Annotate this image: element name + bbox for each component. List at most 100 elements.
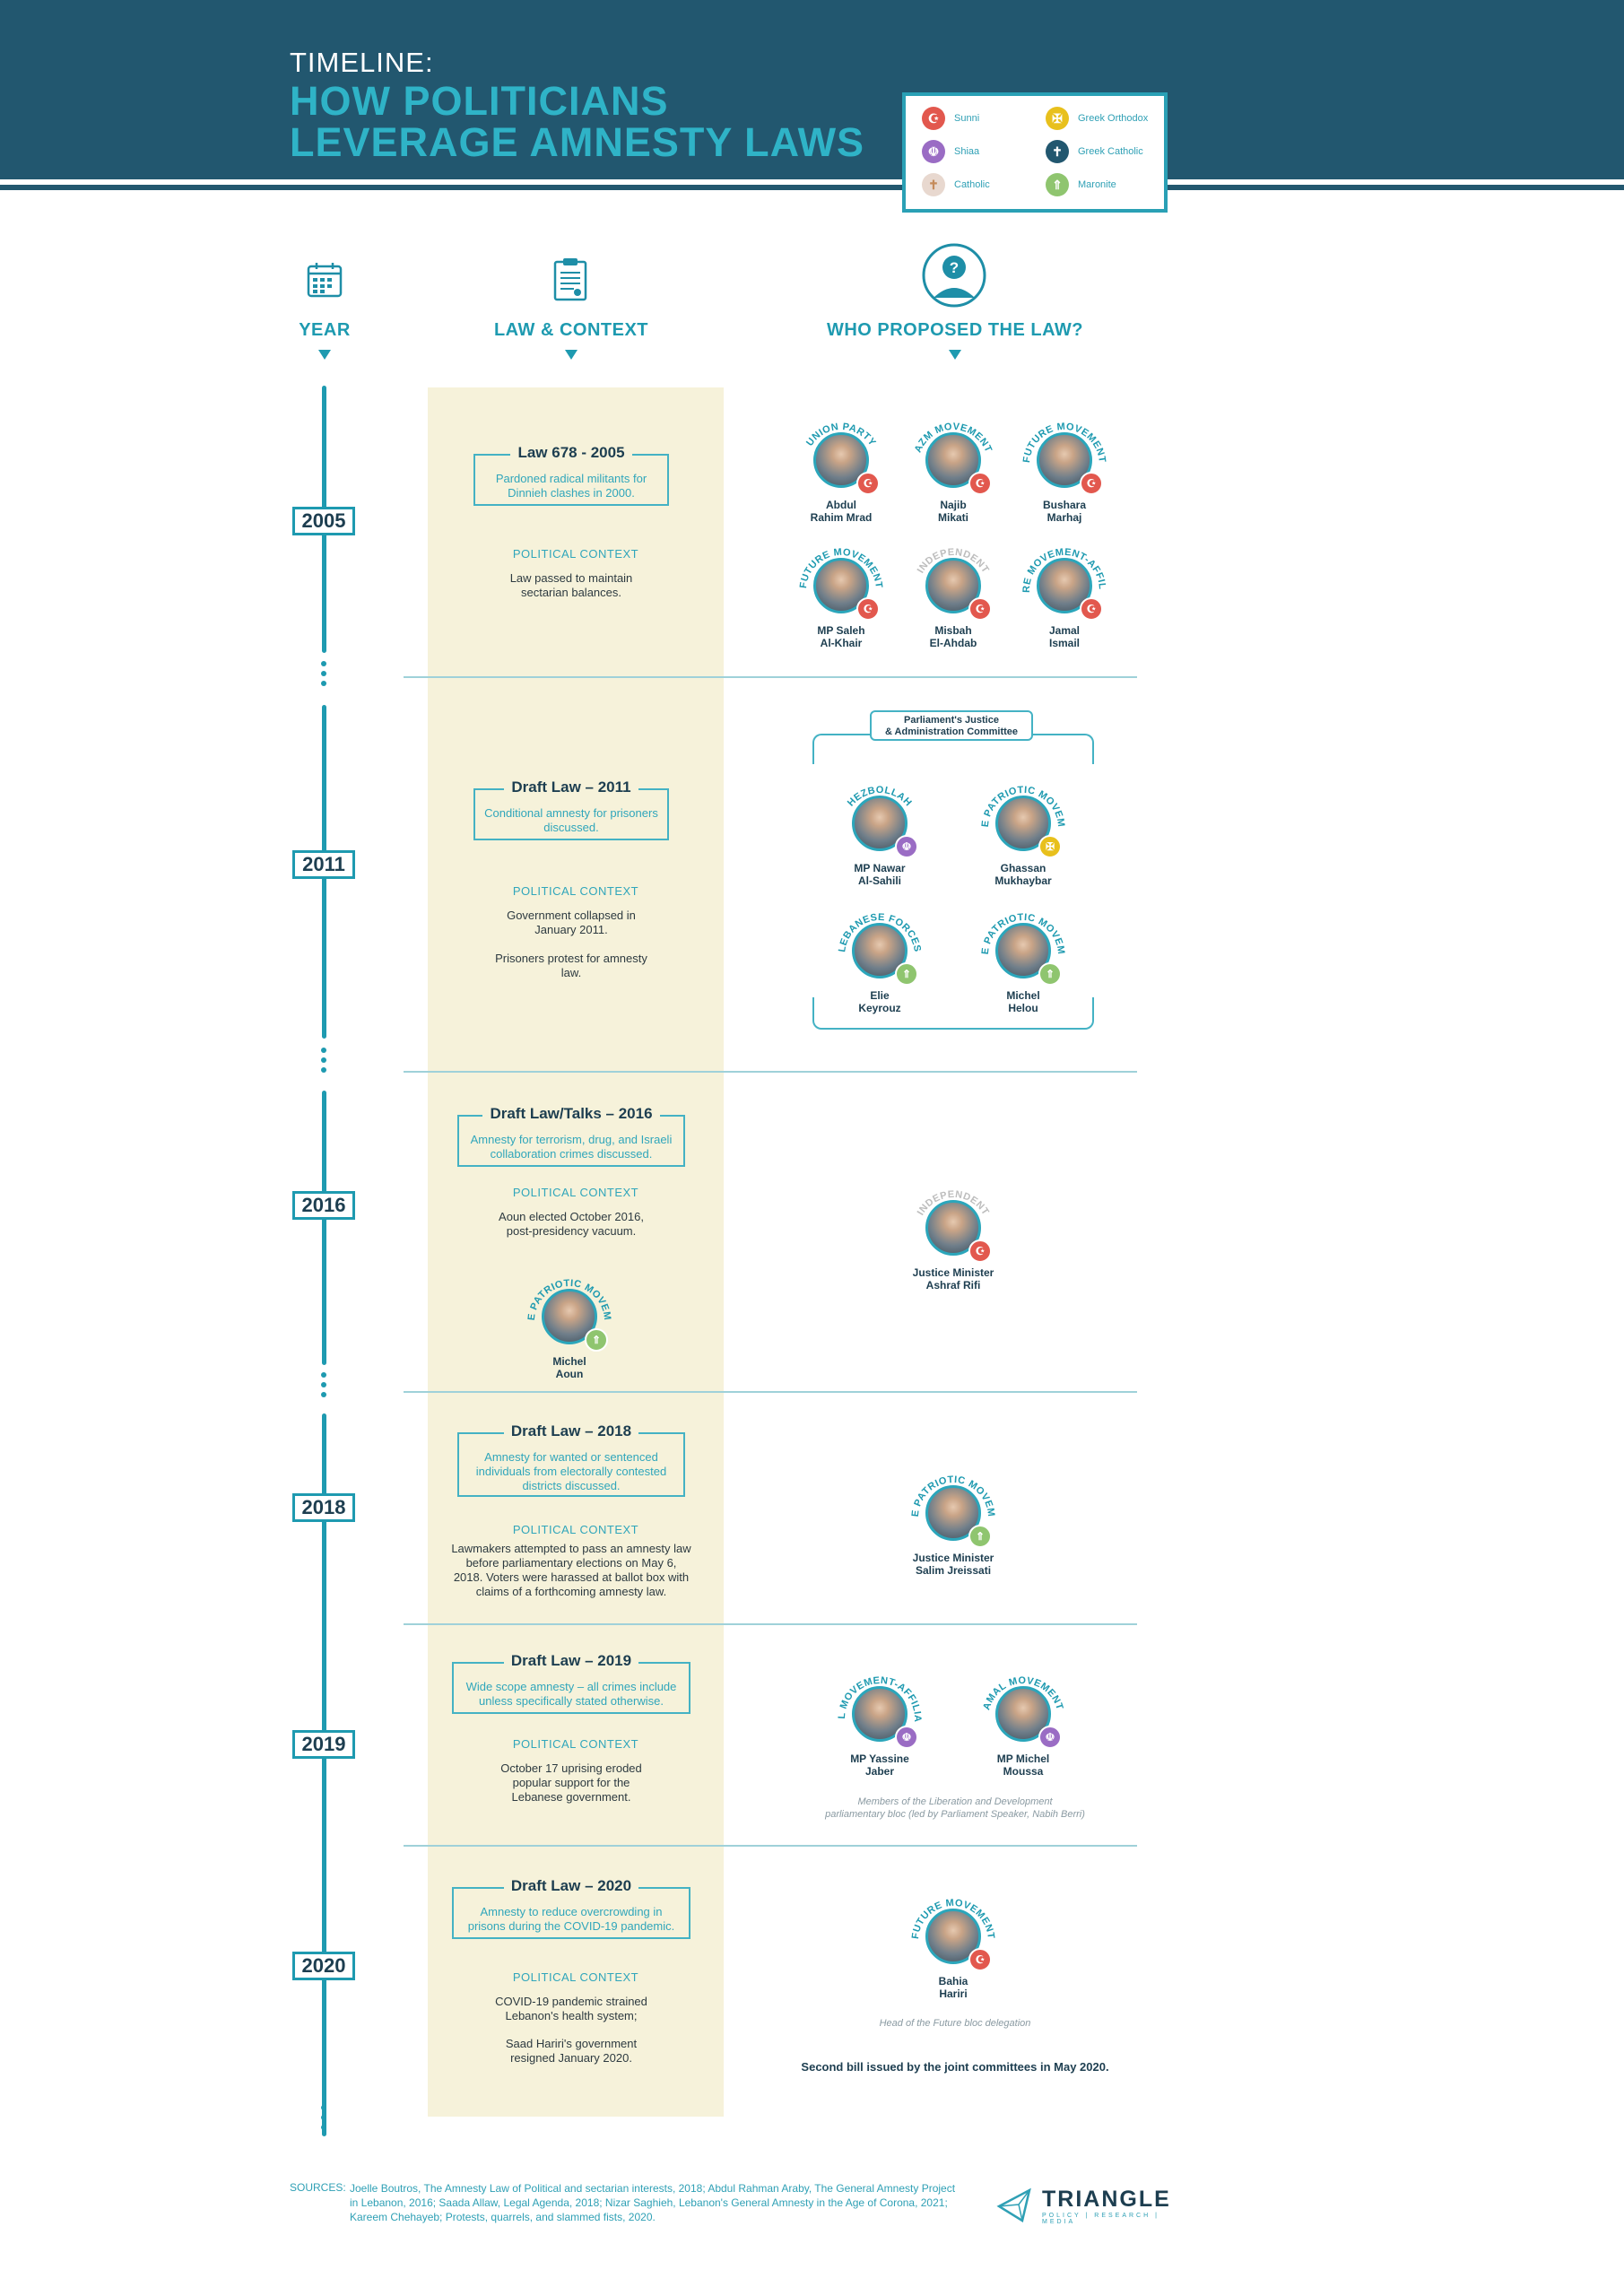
name-line-2: Marhaj [1046,511,1082,524]
law-title: Law 678 - 2005 [510,444,632,461]
timeline-dots [321,661,327,691]
law-card-2018: Draft Law – 2018 Amnesty for wanted or s… [457,1422,685,1497]
section-divider [404,1623,1137,1625]
second-bill-note: Second bill issued by the joint committe… [801,2060,1109,2074]
political-context-label: POLITICAL CONTEXT [512,1523,639,1536]
sect-badge-icon: ☫ [1038,1726,1062,1749]
legend-label: Sunni [954,113,980,124]
sect-badge-icon: ⇑ [968,1525,992,1548]
name-line-1: Jamal [1048,624,1081,637]
name-line-1: Elie [870,989,890,1002]
law-title: Draft Law/Talks – 2016 [482,1105,660,1122]
committee-label: Parliament's Justice & Administration Co… [870,710,1033,741]
political-context-text-2: Prisoners protest for amnesty law. [495,952,647,979]
header-divider [0,185,1624,190]
year-badge-2011: 2011 [292,850,355,879]
name-line-2: Hariri [939,1987,968,2000]
title-line-1: HOW POLITICIANS [290,78,669,124]
legend-item-sunni: ☪ Sunni [922,107,979,130]
law-title: Draft Law – 2011 [504,778,638,796]
law-card-2016: Draft Law/Talks – 2016 Amnesty for terro… [457,1105,685,1167]
legend-label: Shiaa [954,146,980,157]
sect-badge-icon: ✠ [1038,835,1062,858]
political-context-label: POLITICAL CONTEXT [512,547,639,561]
name-line-2: Al-Khair [820,637,863,649]
orthodox-cross-icon: ✠ [1046,107,1069,130]
logo-wordmark: TRIANGLE [1042,2187,1171,2212]
crescent-icon: ☪ [922,107,945,130]
sect-badge-icon: ☪ [968,1239,992,1263]
portrait-photo [995,923,1051,978]
timeline-dots [321,1048,327,1077]
legend-item-shiaa: ☫ Shiaa [922,140,979,163]
page-kicker: TIMELINE: [290,47,434,78]
sect-badge-icon: ⇑ [895,962,918,986]
name-line-2: Rahim Mrad [810,511,873,524]
section-divider [404,676,1137,678]
sect-badge-icon: ☪ [968,597,992,621]
law-card-2005: Law 678 - 2005 Pardoned radical militant… [473,444,669,506]
logo-tagline: POLICY | RESEARCH | MEDIA [1042,2213,1159,2225]
name-line-1: Abdul [826,499,856,511]
section-divider [404,1071,1137,1073]
name-line-1: MP Michel [996,1752,1050,1765]
name-line-1: Ghassan [1000,862,1046,874]
year-down-arrow-icon [318,350,331,360]
sect-badge-icon: ☪ [856,472,880,495]
sect-badge-icon: ⇑ [1038,962,1062,986]
sect-badge-icon: ☪ [1080,472,1103,495]
law-description: Amnesty for wanted or sentenced individu… [475,1450,667,1492]
law-card-2020: Draft Law – 2020 Amnesty to reduce overc… [452,1877,690,1939]
political-context-label: POLITICAL CONTEXT [512,1186,639,1199]
name-line-1: Michel [552,1355,586,1368]
political-context-text: Law passed to maintain sectarian balance… [509,571,633,599]
sect-badge-icon: ☪ [856,597,880,621]
legend: ☪ Sunni ✠ Greek Orthodox ☫ Shiaa ✝ Greek… [902,92,1168,213]
timeline-line [322,1091,326,1365]
name-line-2: Jaber [864,1765,895,1778]
sect-badge-icon: ☫ [895,835,918,858]
page-title: HOW POLITICIANS LEVERAGE AMNESTY LAWS [290,81,864,163]
name-line-2: Aoun [555,1368,584,1380]
legend-label: Greek Catholic [1078,146,1143,157]
legend-item-catholic: ✝ Catholic [922,173,990,196]
name-line-1: Justice Minister [912,1266,994,1279]
triangle-logo-icon [996,2187,1031,2222]
name-line-2: El-Ahdab [929,637,977,649]
svg-text:?: ? [950,259,959,276]
name-line-2: Keyrouz [858,1002,901,1014]
timeline-dots [321,1372,327,1402]
year-badge-2005: 2005 [292,507,355,535]
cedar-icon: ⇑ [1046,173,1069,196]
sources-text: Joelle Boutros, The Amnesty Law of Polit… [350,2182,956,2223]
law-description: Amnesty for terrorism, drug, and Israeli… [470,1133,673,1161]
political-context-text-2: Saad Hariri's government resigned Januar… [505,2037,638,2065]
sect-badge-icon: ☫ [895,1726,918,1749]
law-card-2011: Draft Law – 2011 Conditional amnesty for… [473,778,669,840]
political-context-text: Lawmakers attempted to pass an amnesty l… [451,1542,691,1598]
name-line-2: Ashraf Rifi [925,1279,981,1292]
name-line-2: Salim Jreissati [915,1564,992,1577]
section-divider [404,1391,1137,1393]
year-badge-2018: 2018 [292,1493,355,1522]
committee-line-1: Parliament's Justice [904,715,999,726]
timeline-dots [321,2105,327,2135]
cross-icon: ✝ [922,173,945,196]
name-line-2: Ismail [1048,637,1081,649]
name-line-2: Al-Sahili [857,874,901,887]
section-divider [404,1845,1137,1847]
legend-label: Maronite [1078,179,1116,190]
timeline-line [322,1413,326,2136]
political-context-text: Aoun elected October 2016, post-presiden… [499,1210,644,1238]
